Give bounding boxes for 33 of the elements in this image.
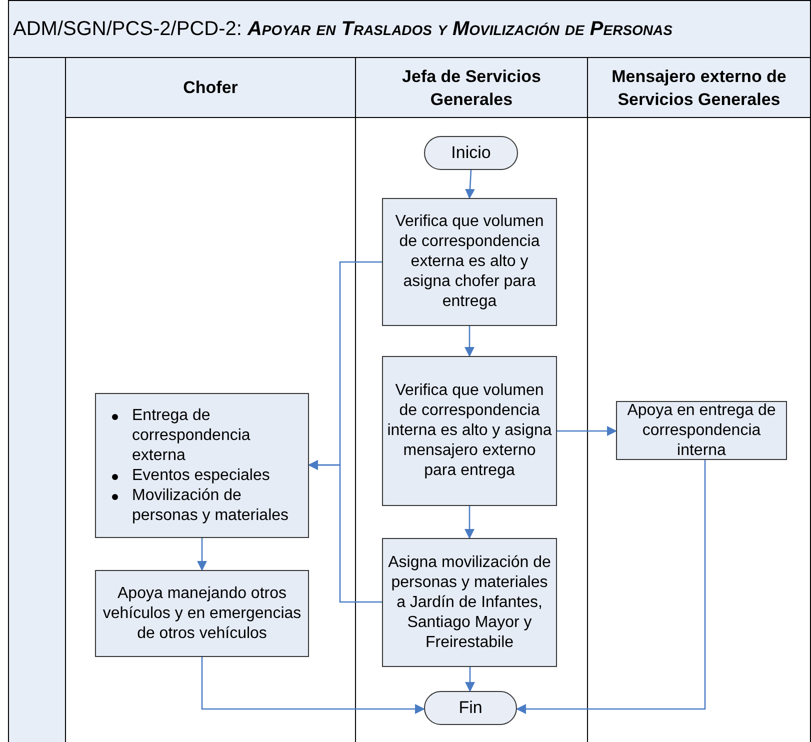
connector-arrow: [465, 667, 475, 692]
process-text: Asigna movilización de personas y materiales a Jardín de Infantes, Santiago Mayor y Freirestabile: [387, 552, 552, 652]
diagram-title: ADM/SGN/PCS-2/PCD-2: Apoyar en Traslados y Movilización de Personas: [13, 17, 672, 42]
connector-arrow: [465, 170, 475, 199]
connector-arrow: [201, 657, 425, 714]
process-box: [95, 393, 309, 538]
lane-title: Jefa de Servicios Generales: [401, 66, 542, 110]
process-text: Verifica que volumen de correspondencia externa es alto y asigna chofer para entrega: [394, 212, 545, 312]
swimlane: [588, 58, 811, 742]
terminator-label: Inicio: [451, 142, 491, 164]
swimlane: [66, 58, 356, 742]
process-box: [382, 198, 557, 326]
connector-arrow: [516, 460, 706, 714]
bullet-text: Movilización de personas y materiales: [132, 486, 290, 526]
process-box: [382, 356, 557, 506]
process-box: [95, 570, 309, 657]
process-box: [382, 538, 557, 667]
connector-arrow: [464, 326, 474, 357]
terminator-pill: [424, 691, 517, 725]
lane-title: Chofer: [183, 77, 238, 99]
bullet-text: Entrega de correspondencia externa: [132, 406, 252, 466]
terminator-label: Fin: [458, 697, 482, 720]
connector-arrow: [557, 426, 617, 436]
swimlane: [356, 58, 588, 742]
connector-arrow: [464, 506, 474, 539]
bullet-text: Eventos especiales: [132, 466, 270, 486]
process-text: Verifica que volumen de correspondencia interna es alto y asigna mensajero externo para entrega: [387, 381, 552, 481]
terminator-pill: [424, 136, 518, 170]
lane-title: Mensajero externo de Servicios Generales: [610, 66, 788, 110]
process-text: Apoya en entrega de correspondencia interna: [626, 400, 777, 460]
process-text: Apoya manejando otros vehículos y en emergencias de otros vehículos: [102, 584, 302, 644]
connector-arrow: [197, 538, 207, 571]
connector-arrow: [308, 460, 382, 603]
